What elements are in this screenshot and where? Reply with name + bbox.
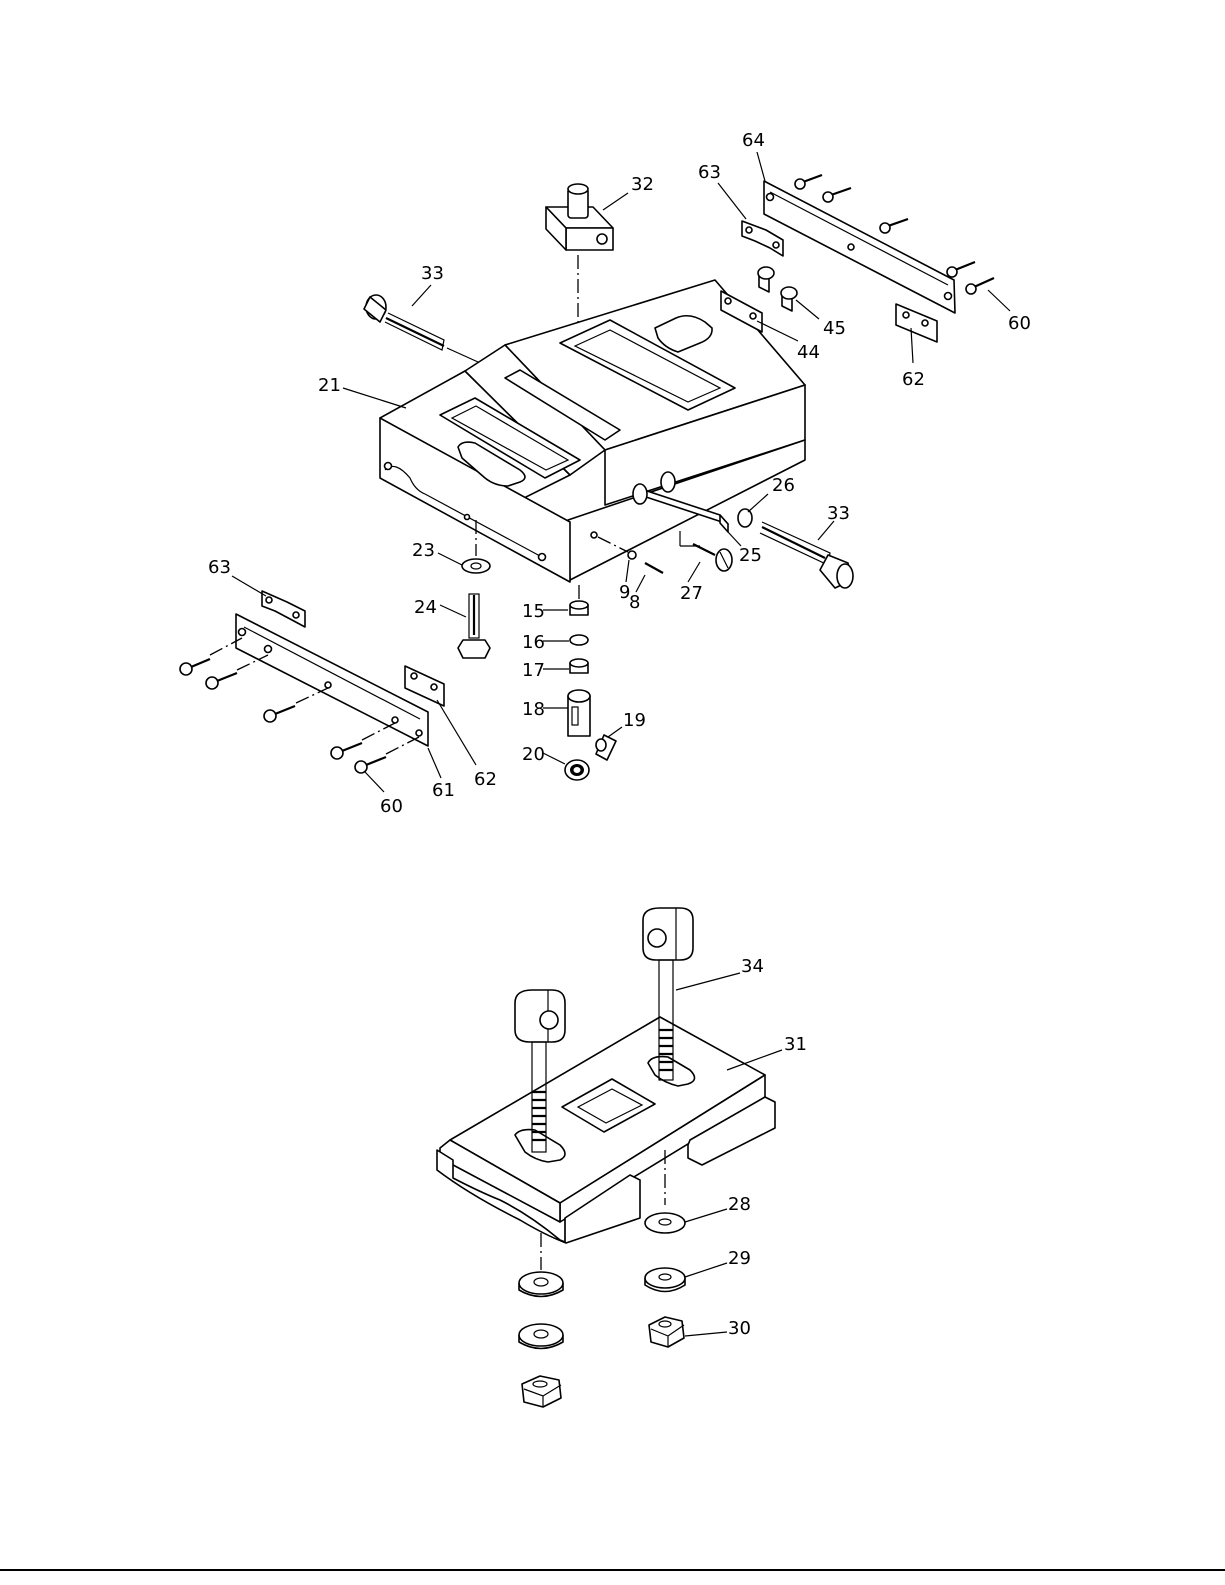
part-19-pin [596, 735, 616, 760]
label-15: 15 [522, 601, 545, 622]
part-26-washer [738, 509, 752, 527]
label-28: 28 [728, 1194, 751, 1215]
part-62-plate-lower [405, 666, 444, 706]
label-30: 30 [728, 1318, 751, 1339]
label-63-upper: 63 [698, 162, 721, 183]
label-31: 31 [784, 1034, 807, 1055]
part-27-set-screw [693, 544, 732, 571]
part-31-swivel-base [437, 1017, 775, 1243]
label-20: 20 [522, 744, 545, 765]
left-nut [522, 1376, 561, 1407]
part-33-long-screw-a [364, 295, 478, 362]
part-61-gib-plate [236, 614, 428, 746]
page-bottom-rule [0, 1569, 1225, 1571]
part-21-table-base [380, 280, 805, 582]
label-17: 17 [522, 660, 545, 681]
label-33-lower: 33 [827, 503, 850, 524]
label-27: 27 [680, 583, 703, 604]
label-29: 29 [728, 1248, 751, 1269]
part-29-washer [645, 1268, 685, 1292]
part-62-plate-upper [896, 304, 937, 342]
part-28-washer [645, 1213, 685, 1233]
part-30-nut [649, 1317, 684, 1347]
part-63-bracket-upper [742, 221, 783, 256]
part-32-pin-block [546, 184, 613, 250]
label-24: 24 [414, 597, 437, 618]
part-16-disc [570, 635, 588, 645]
label-44: 44 [797, 342, 820, 363]
label-25: 25 [739, 545, 762, 566]
label-63-lower: 63 [208, 557, 231, 578]
label-8: 8 [629, 592, 640, 613]
part-18-sleeve [568, 690, 590, 736]
label-26: 26 [772, 475, 795, 496]
label-33-upper: 33 [421, 263, 444, 284]
label-16: 16 [522, 632, 545, 653]
label-64: 64 [742, 130, 765, 151]
part-8-spring [645, 563, 663, 573]
left-washer-lower [519, 1324, 563, 1349]
part-15-disc [570, 601, 588, 615]
part-23-washer [462, 559, 490, 573]
label-62-lower: 62 [474, 769, 497, 790]
label-60-upper: 60 [1008, 313, 1031, 334]
label-45: 45 [823, 318, 846, 339]
label-61: 61 [432, 780, 455, 801]
label-32: 32 [631, 174, 654, 195]
label-19: 19 [623, 710, 646, 731]
label-60-lower: 60 [380, 796, 403, 817]
label-21: 21 [318, 375, 341, 396]
label-23: 23 [412, 540, 435, 561]
part-63-bracket-lower [262, 591, 305, 627]
label-34: 34 [741, 956, 764, 977]
label-18: 18 [522, 699, 545, 720]
part-17-disc [570, 659, 588, 673]
label-62-upper: 62 [902, 369, 925, 390]
left-washer-upper [519, 1272, 563, 1297]
part-24-bolt [458, 594, 490, 658]
part-9-ball [628, 551, 636, 559]
part-45-screws [758, 267, 797, 311]
part-33-long-screw-b [760, 522, 853, 588]
part-20-bearing [565, 760, 589, 780]
